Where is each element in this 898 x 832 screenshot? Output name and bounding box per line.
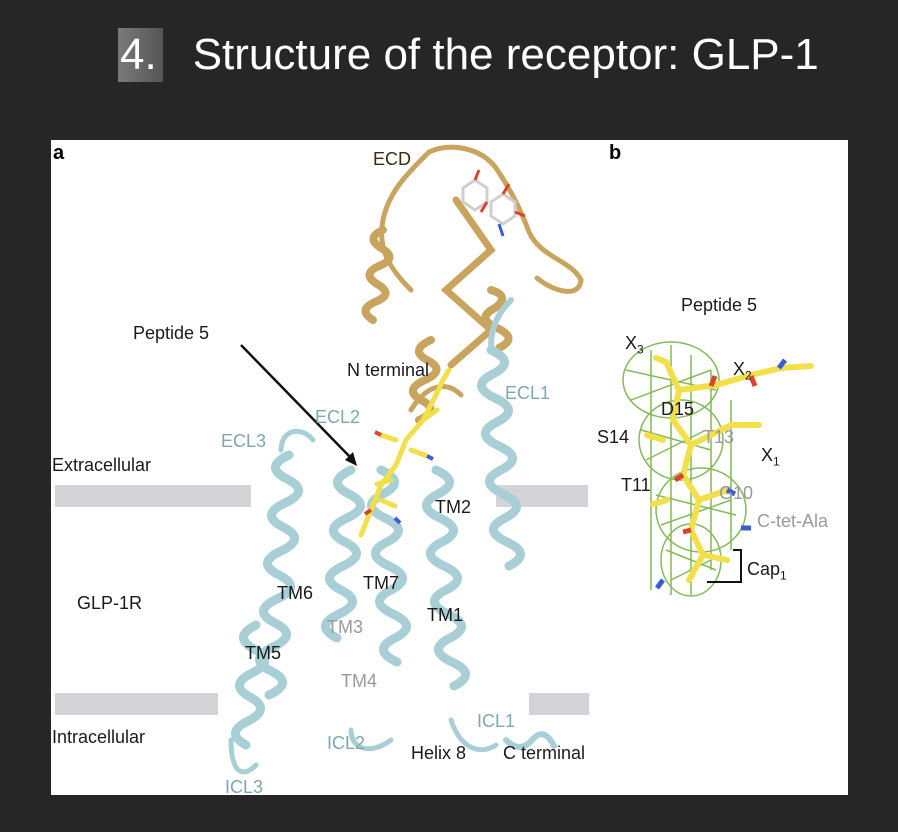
panel-b-letter: b (609, 142, 622, 164)
peptide-atom-marks-b (655, 358, 787, 590)
tm7-label: TM7 (363, 573, 399, 593)
cap-bracket (707, 549, 742, 583)
t13-label: T13 (703, 427, 735, 447)
panel-a-letter: a (53, 142, 65, 164)
c-terminal-label: C terminal (503, 743, 586, 763)
tm3-label: TM3 (327, 617, 363, 637)
structure-illustration (55, 144, 814, 775)
ecl1-label: ECL1 (505, 383, 551, 403)
peptide-atom-marks-a (363, 430, 434, 525)
x3-label: X3 (625, 333, 644, 357)
icl2-label: ICL2 (327, 733, 366, 753)
membrane-bar-bottom-left (55, 693, 218, 715)
icl1-label: ICL1 (477, 711, 516, 731)
icl3-label: ICL3 (225, 777, 264, 795)
ecd-label: ECD (373, 149, 412, 169)
panel-b-title: Peptide 5 (681, 295, 758, 315)
tm4-label: TM4 (341, 671, 377, 691)
figure-panel: a b ECD Peptide 5 N terminal ECL1 ECL2 E… (51, 140, 848, 795)
peptide-sticks-b (644, 355, 814, 583)
tm1-label: TM1 (427, 605, 463, 625)
ecl2-label: ECL2 (315, 407, 361, 427)
x1-label: X1 (761, 445, 780, 469)
ecl3-label: ECL3 (221, 431, 267, 451)
slide-title-text: Structure of the receptor: GLP-1 (192, 30, 819, 79)
extracellular-label: Extracellular (52, 455, 152, 475)
membrane-bar-top-left (55, 485, 251, 507)
slide-title: 4. Structure of the receptor: GLP-1 (118, 28, 819, 82)
c-tet-ala-label: C-tet-Ala (757, 511, 829, 531)
ecd-glycan-sticks (461, 169, 526, 237)
tm2-label: TM2 (435, 497, 471, 517)
helix8-label: Helix 8 (411, 743, 467, 763)
x2-label: X2 (733, 359, 752, 383)
ecd-ribbon (361, 144, 584, 424)
n-terminal-label: N terminal (347, 360, 430, 380)
tm5-label: TM5 (245, 643, 281, 663)
intracellular-label: Intracellular (52, 727, 146, 747)
cap1-label: Cap1 (747, 559, 787, 583)
s14-label: S14 (597, 427, 630, 447)
peptide-pointer-arrowhead (345, 452, 357, 466)
peptide-pointer-arrow (240, 344, 352, 459)
glp1r-label: GLP-1R (77, 593, 143, 613)
t11-label: T11 (621, 475, 651, 495)
tm6-label: TM6 (277, 583, 313, 603)
g10-label: G10 (719, 483, 754, 503)
membrane-bar-bottom-right (529, 693, 589, 715)
peptide-5-label: Peptide 5 (133, 323, 210, 343)
slide-number: 4. (118, 28, 163, 82)
membrane-bars (55, 485, 589, 715)
d15-label: D15 (661, 399, 695, 419)
